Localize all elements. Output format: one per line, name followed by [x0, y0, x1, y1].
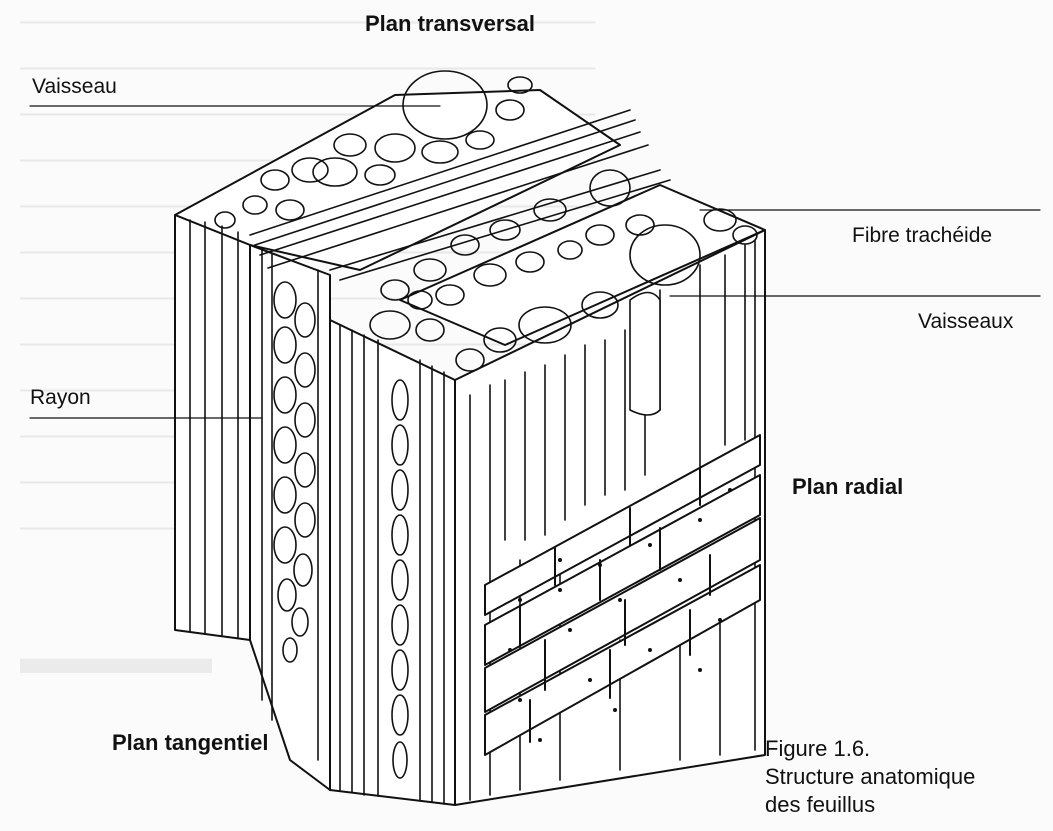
label-plan-transversal: Plan transversal: [365, 11, 535, 36]
label-plan-radial: Plan radial: [792, 474, 904, 499]
label-rayon: Rayon: [30, 386, 91, 409]
figure-caption: Figure 1.6. Structure anatomique des feu…: [765, 735, 975, 819]
tangential-fibres: [189, 219, 445, 805]
caption-line-1: Figure 1.6.: [765, 736, 871, 761]
transverse-cells-front: [369, 169, 758, 372]
label-vaisseau: Vaisseau: [32, 75, 117, 98]
caption-line-2: Structure anatomique: [765, 764, 976, 789]
label-vaisseaux: Vaisseaux: [918, 310, 1014, 333]
transverse-ray-bands: [249, 109, 671, 281]
transverse-cells-back: [214, 70, 533, 229]
label-fibre-tracheide: Fibre trachéide: [852, 224, 993, 247]
radial-ray-cells: [484, 434, 761, 756]
label-plan-tangentiel: Plan tangentiel: [112, 730, 269, 755]
radial-ray-dots: [508, 488, 732, 742]
tangential-rays: [273, 281, 409, 779]
caption-line-3: des feuillus: [765, 792, 876, 817]
background-heading: ▬▬▬▬: [20, 631, 212, 684]
leader-lines: [29, 105, 1041, 419]
